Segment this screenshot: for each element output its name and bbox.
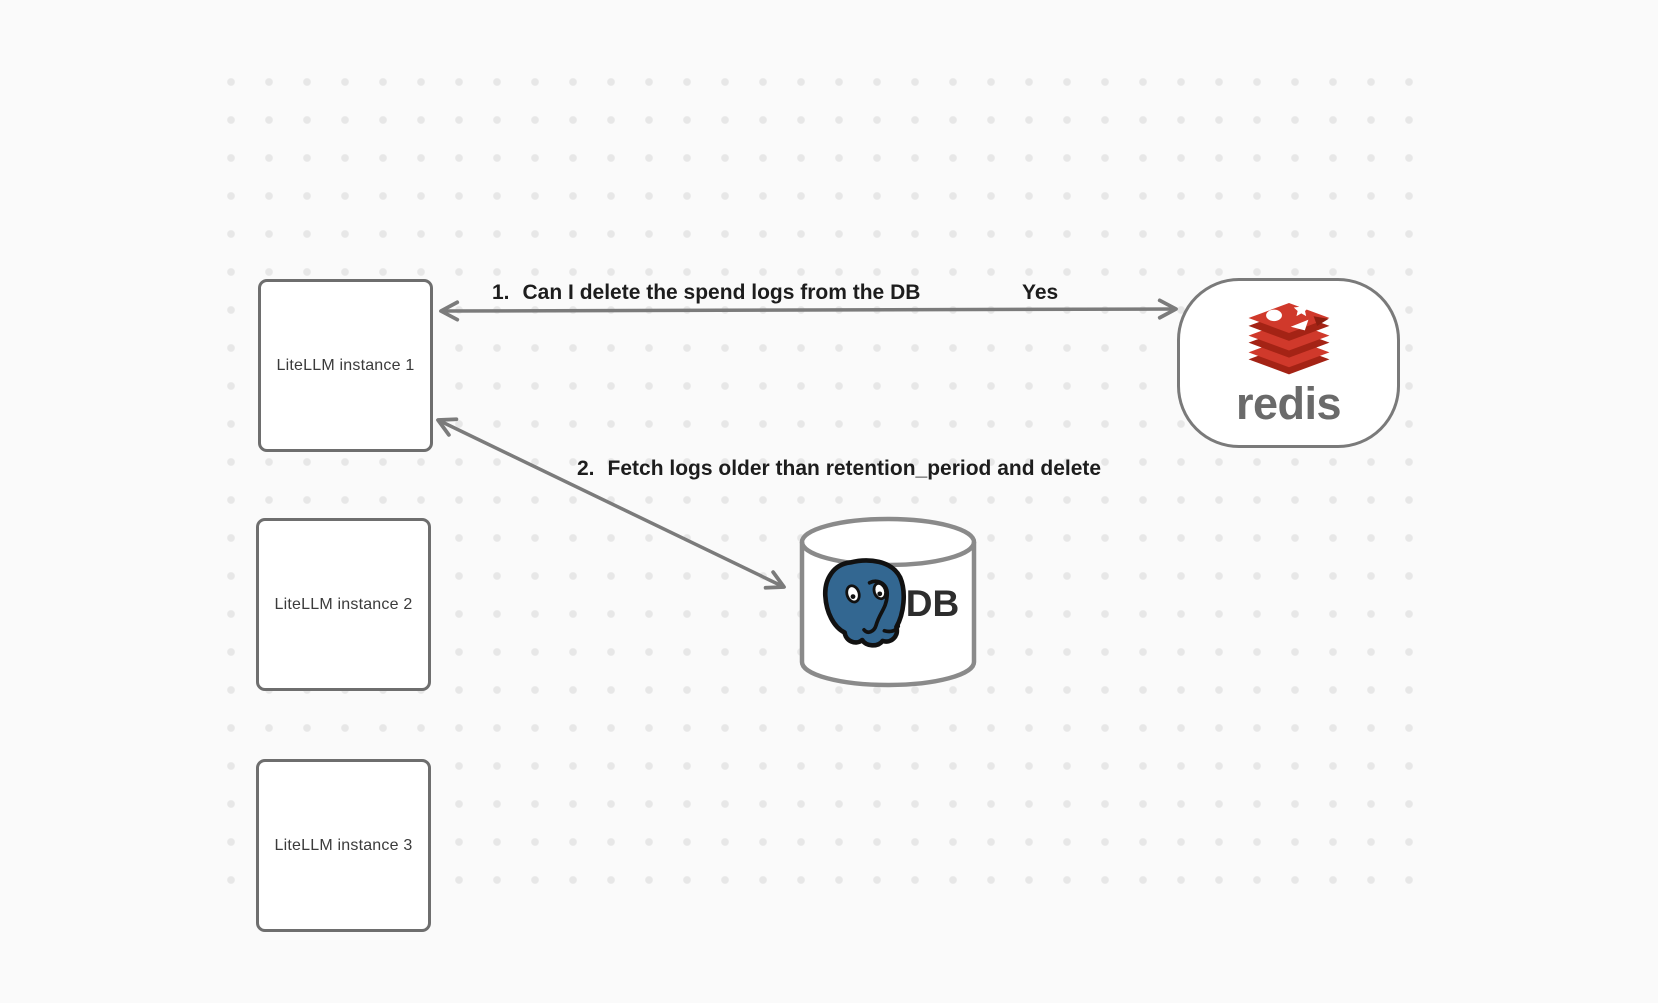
node-redis: redis — [1177, 278, 1400, 448]
node-label: LiteLLM instance 1 — [276, 356, 415, 374]
edge-1-text: Can I delete the spend logs from the DB — [522, 281, 921, 304]
edge-2-number: 2. — [577, 457, 595, 480]
db-label: DB — [905, 583, 960, 624]
node-db-content: DB — [799, 549, 977, 659]
redis-wordmark: redis — [1235, 378, 1342, 429]
edge-1-number: 1. — [492, 281, 510, 304]
redis-logo-icon — [1248, 302, 1329, 375]
edge-2-text: Fetch logs older than retention_period a… — [607, 457, 1102, 480]
node-litellm-instance-3: LiteLLM instance 3 — [256, 759, 431, 932]
postgresql-elephant-icon — [822, 558, 906, 648]
node-litellm-instance-1: LiteLLM instance 1 — [258, 279, 433, 452]
node-label: LiteLLM instance 3 — [274, 836, 413, 854]
edge-1-reply: Yes — [1022, 281, 1059, 304]
node-label: LiteLLM instance 2 — [274, 595, 413, 613]
edge-2-label: 2. Fetch logs older than retention_period… — [577, 457, 1101, 481]
node-litellm-instance-2: LiteLLM instance 2 — [256, 518, 431, 691]
edge-1-label: 1. Can I delete the spend logs from the D… — [492, 281, 920, 305]
